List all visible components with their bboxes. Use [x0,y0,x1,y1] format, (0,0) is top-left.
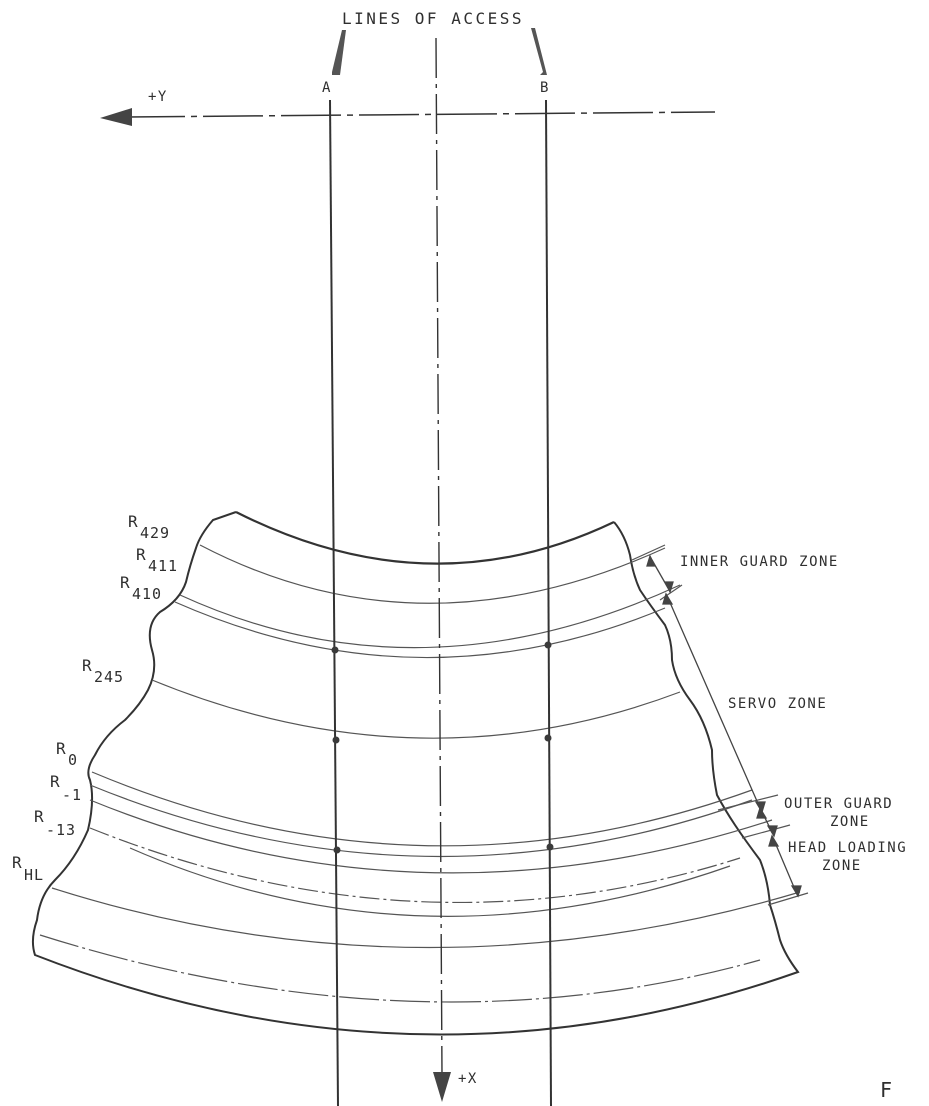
access-line-b-label: B [540,80,550,96]
inner-guard-dimension [646,554,674,594]
dot-b-r245 [544,734,552,742]
svg-text:245: 245 [94,668,124,686]
dot-a-r245 [332,736,340,744]
x-axis-arrowhead [433,1072,451,1102]
svg-text:R: R [120,573,131,592]
dot-a-r-13 [333,846,341,854]
arc-inner-lower [39,934,761,1003]
y-axis-line [124,111,716,118]
arc-rhl [51,887,801,949]
svg-text:HL: HL [24,866,44,884]
ext-line-inner-bottom [659,584,683,601]
disk-sector-outline [31,511,800,1036]
outer-guard-zone-label-line1: OUTER GUARD [784,796,893,812]
svg-text:R: R [12,853,23,872]
radius-label-r0: R 0 [56,739,78,769]
svg-text:-13: -13 [46,821,76,839]
svg-text:R: R [34,807,45,826]
head-loading-dimension [768,834,802,898]
access-line-a [329,99,339,1106]
arc-r410a [179,584,681,649]
dot-b-r410 [544,641,552,649]
radius-label-rhl: R HL [12,853,44,884]
arc-r-1 [89,799,773,874]
arc-r429 [235,511,615,565]
outer-guard-zone-label-line2: ZONE [830,814,870,830]
radius-label-r411: R 411 [136,545,178,575]
y-axis-arrowhead [100,108,132,126]
ext-line-outer-bottom [741,824,791,839]
x-axis-label: +X [458,1071,478,1087]
access-arrow-a [332,30,346,75]
access-line-b [545,99,552,1106]
arc-r410b [174,601,666,659]
dot-a-r410 [331,646,339,654]
arc-r0b [89,784,753,858]
ext-line-head-bottom [767,892,809,906]
svg-text:R: R [56,739,67,758]
y-axis-label: +Y [148,89,168,105]
x-axis-line [435,37,443,1076]
head-loading-zone-label-line2: ZONE [822,858,862,874]
arc-r0a [91,771,753,847]
access-arrow-b [531,28,547,75]
svg-text:411: 411 [148,557,178,575]
arc-r-13 [89,827,741,904]
figure-label: F [880,1078,896,1102]
svg-text:429: 429 [140,524,170,542]
svg-text:R: R [128,512,139,531]
head-loading-zone-label-line1: HEAD LOADING [788,840,907,856]
access-line-a-label: A [322,80,332,96]
intersection-dots [331,641,554,854]
svg-text:R: R [136,545,147,564]
radius-label-r410: R 410 [120,573,162,603]
radius-label-r-1: R -1 [50,772,82,804]
inner-guard-zone-label: INNER GUARD ZONE [680,554,839,570]
dot-b-r-13 [546,843,554,851]
arc-r-13b [129,847,731,917]
arc-r245 [151,679,681,739]
radius-label-r429: R 429 [128,512,170,542]
arc-r411 [199,544,666,604]
outer-guard-dimension [756,806,778,838]
servo-dimension [662,592,766,814]
lines-of-access-label: LINES OF ACCESS [342,9,524,28]
radius-label-r-13: R -13 [34,807,76,839]
svg-text:0: 0 [68,751,78,769]
ext-line-inner-top [631,544,666,561]
svg-text:R: R [82,656,93,675]
svg-text:410: 410 [132,585,162,603]
radius-label-r245: R 245 [82,656,124,686]
svg-text:R: R [50,772,61,791]
svg-text:-1: -1 [62,786,82,804]
servo-zone-label: SERVO ZONE [728,696,827,712]
ext-line-outer-top [717,794,779,811]
